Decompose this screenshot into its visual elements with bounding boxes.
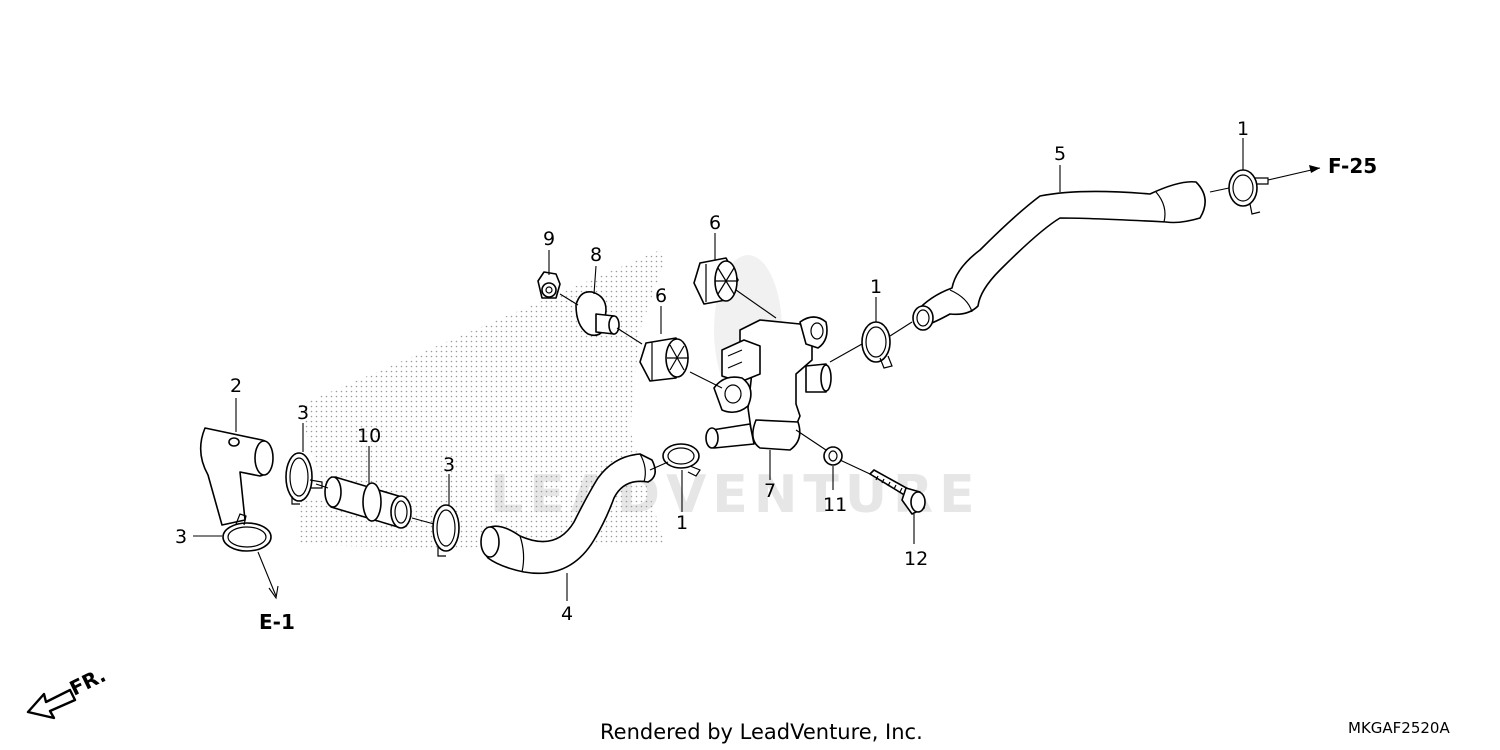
diagram-code: MKGAF2520A xyxy=(1348,719,1450,737)
hose-clamp-part-3-right xyxy=(432,504,460,557)
callout-3-right: 3 xyxy=(443,454,455,476)
washer-part-11 xyxy=(823,446,843,466)
hose-clamp-part-1-upper xyxy=(1228,169,1269,215)
callout-6-top: 6 xyxy=(709,212,721,234)
leader-lines xyxy=(193,138,1321,601)
callout-6-left: 6 xyxy=(655,285,667,307)
callout-7: 7 xyxy=(764,480,776,502)
hose-clamp-part-1-middle xyxy=(861,321,893,369)
callout-12: 12 xyxy=(904,548,928,570)
lower-hose-part-4 xyxy=(480,453,656,575)
nut-part-9 xyxy=(537,271,561,299)
callout-4: 4 xyxy=(561,603,573,625)
upper-hose-part-5 xyxy=(912,180,1206,331)
callout-9: 9 xyxy=(543,228,555,250)
callout-11: 11 xyxy=(823,494,847,516)
callout-3-mid: 3 xyxy=(297,402,309,424)
hose-clamp-part-3-mid xyxy=(285,452,323,505)
callout-numbers: 1 1 1 2 3 3 3 4 5 6 6 7 8 9 10 11 12 xyxy=(175,118,1249,625)
collar-part-8 xyxy=(575,290,620,337)
grommet-part-6-left xyxy=(639,337,689,382)
callout-2: 2 xyxy=(230,375,242,397)
callout-3-left: 3 xyxy=(175,526,187,548)
callout-1-upper: 1 xyxy=(1237,118,1249,140)
callout-10: 10 xyxy=(357,425,381,447)
elbow-hose-part-2 xyxy=(199,427,274,526)
solenoid-valve-part-7 xyxy=(705,316,832,451)
callout-1-middle: 1 xyxy=(870,276,882,298)
hose-clamp-part-1-lower xyxy=(662,443,701,477)
hose-clamp-part-3-left xyxy=(222,513,272,552)
grommet-part-6-top xyxy=(693,257,739,305)
ref-f25: F-25 xyxy=(1328,154,1377,178)
shading-band xyxy=(300,250,665,548)
callout-8: 8 xyxy=(590,244,602,266)
callout-5: 5 xyxy=(1054,143,1066,165)
bolt-part-12 xyxy=(869,469,926,515)
rendered-by-credit: Rendered by LeadVenture, Inc. xyxy=(600,720,923,744)
ref-e1: E-1 xyxy=(259,610,295,634)
callout-1-lower: 1 xyxy=(676,512,688,534)
joint-pipe-part-10 xyxy=(324,476,412,529)
front-arrow-icon: FR. xyxy=(26,663,109,720)
